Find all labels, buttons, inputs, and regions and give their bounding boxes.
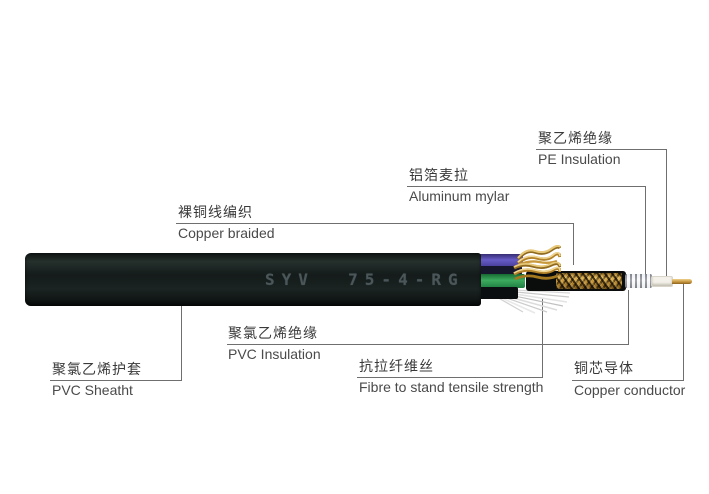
leader-v-braided: [573, 223, 574, 265]
copper-braid-bundle-bottom: [513, 262, 561, 281]
inner-wire-dark: [474, 287, 518, 299]
cable-print-text: SYV 75-4-RG: [265, 270, 465, 289]
cable-outer-jacket: [25, 253, 481, 306]
leader-rule-braided: [176, 223, 574, 224]
label-aluminum-mylar-zh: 铝箔麦拉: [409, 167, 469, 183]
leader-v-fibre: [542, 299, 543, 378]
label-tensile-fibre-en: Fibre to stand tensile strength: [359, 379, 544, 395]
label-copper-braided-zh: 裸铜线编织: [178, 204, 253, 220]
label-pe-insulation-en: PE Insulation: [538, 151, 621, 167]
leader-v-pe: [666, 149, 667, 278]
copper-conductor-tip: [672, 279, 692, 284]
leader-v-pvc-insulation: [628, 290, 629, 345]
leader-v-sheath: [181, 304, 182, 381]
inner-wire-navy: [474, 266, 522, 275]
label-pvc-sheath-zh: 聚氯乙烯护套: [52, 361, 142, 377]
inner-wire-purple: [474, 254, 523, 267]
label-tensile-fibre-zh: 抗拉纤维丝: [359, 358, 434, 374]
label-copper-braided-en: Copper braided: [178, 225, 275, 241]
label-pvc-insulation-en: PVC Insulation: [228, 346, 321, 362]
leader-rule-conductor: [572, 380, 684, 381]
label-aluminum-mylar-en: Aluminum mylar: [409, 188, 510, 204]
label-copper-conductor-zh: 铜芯导体: [574, 360, 634, 376]
leader-rule-mylar: [407, 186, 646, 187]
copper-braid-bundle-top: [517, 245, 561, 266]
label-pe-insulation-zh: 聚乙烯绝缘: [538, 130, 613, 146]
label-pvc-sheath-en: PVC Sheatht: [52, 382, 133, 398]
woven-copper-braid: [556, 273, 622, 289]
inner-wire-green: [474, 274, 525, 288]
label-pvc-insulation-zh: 聚氯乙烯绝缘: [228, 325, 318, 341]
aluminum-mylar-segment: [625, 274, 652, 288]
label-copper-conductor-en: Copper conductor: [574, 382, 686, 398]
leader-rule-pvc-insulation: [227, 344, 629, 345]
leader-v-conductor: [683, 282, 684, 381]
leader-rule-sheath: [50, 380, 182, 381]
pe-insulation-segment: [651, 276, 673, 287]
leader-v-mylar: [645, 186, 646, 275]
leader-rule-pe: [536, 149, 667, 150]
leader-rule-fibre: [357, 377, 543, 378]
